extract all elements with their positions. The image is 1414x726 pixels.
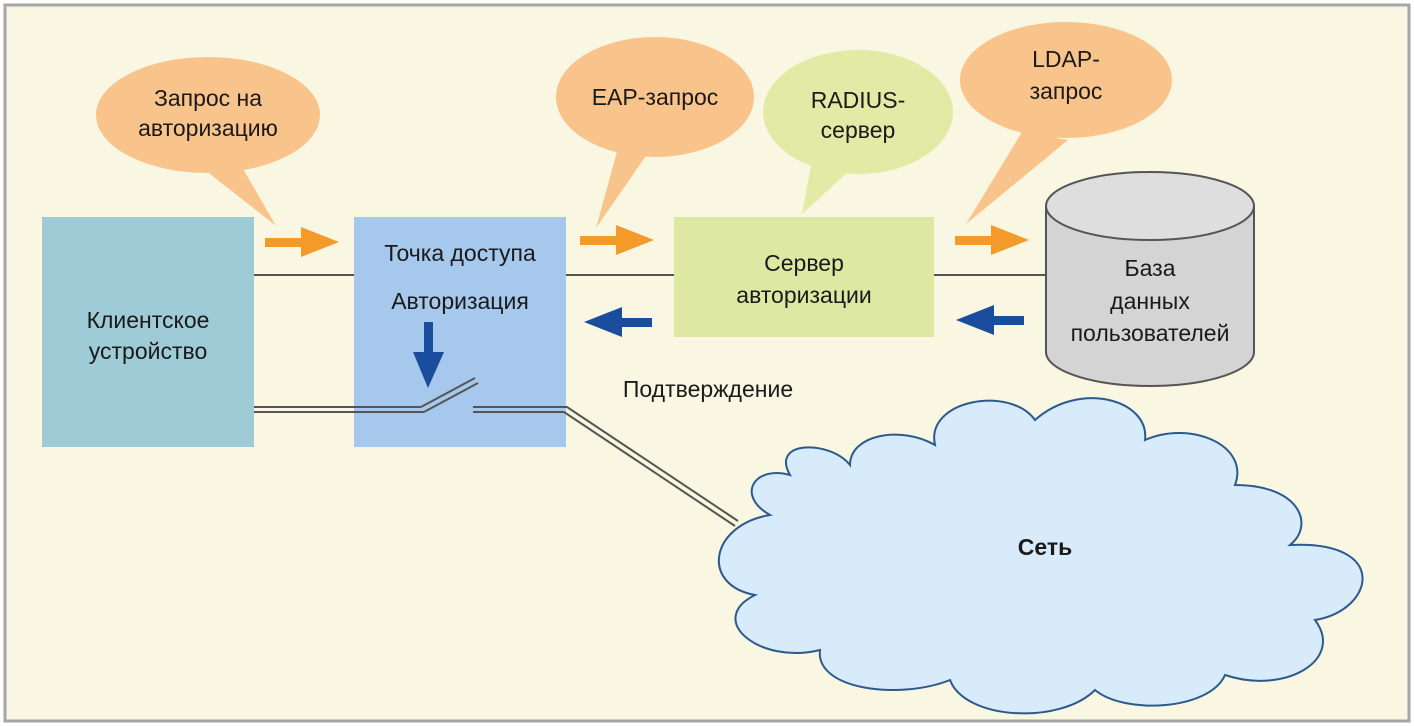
auth-request-label-line2: авторизацию [138, 115, 278, 141]
authorization-down-arrow [413, 322, 444, 388]
auth-request-label-line1: Запрос на [153, 85, 263, 111]
eap-request-label: EAP-запрос [591, 84, 719, 110]
request-arrow-2 [580, 225, 654, 255]
client-device-label-line1: Клиентское [86, 307, 210, 333]
auth-server-label-line2: авторизации [736, 282, 872, 308]
user-database-cylinder [1045, 171, 1255, 387]
confirmation-arrow-2 [956, 305, 1024, 335]
request-arrow-3 [955, 225, 1029, 255]
request-arrow-1 [265, 227, 339, 257]
auth-server-box [674, 217, 934, 337]
radius-server-label-line1: RADIUS- [810, 87, 906, 113]
access-point-authorization-label: Авторизация [391, 288, 529, 314]
radius-server-label-line2: сервер [820, 117, 896, 143]
network-label: Сеть [1017, 534, 1073, 560]
confirmation-arrow-1 [584, 307, 652, 337]
network-wiring [254, 377, 739, 527]
access-point-box [354, 217, 566, 447]
client-device-box [42, 217, 254, 447]
database-label-line3: пользователей [1070, 320, 1230, 346]
confirmation-label: Подтверждение [622, 376, 794, 402]
eap-request-bubble [556, 37, 754, 228]
client-device-label-line2: устройство [88, 338, 208, 364]
access-point-title: Точка доступа [384, 240, 536, 266]
ldap-request-label-line2: запрос [1029, 78, 1103, 104]
radius-server-bubble [763, 50, 953, 214]
ldap-request-bubble [960, 22, 1172, 224]
database-label-line2: данных [1110, 288, 1190, 314]
auth-server-label-line1: Сервер [764, 250, 844, 276]
auth-request-bubble [96, 57, 320, 226]
network-cloud [717, 397, 1364, 715]
database-label-line1: База [1124, 255, 1176, 281]
ldap-request-label-line1: LDAP- [1032, 46, 1100, 72]
